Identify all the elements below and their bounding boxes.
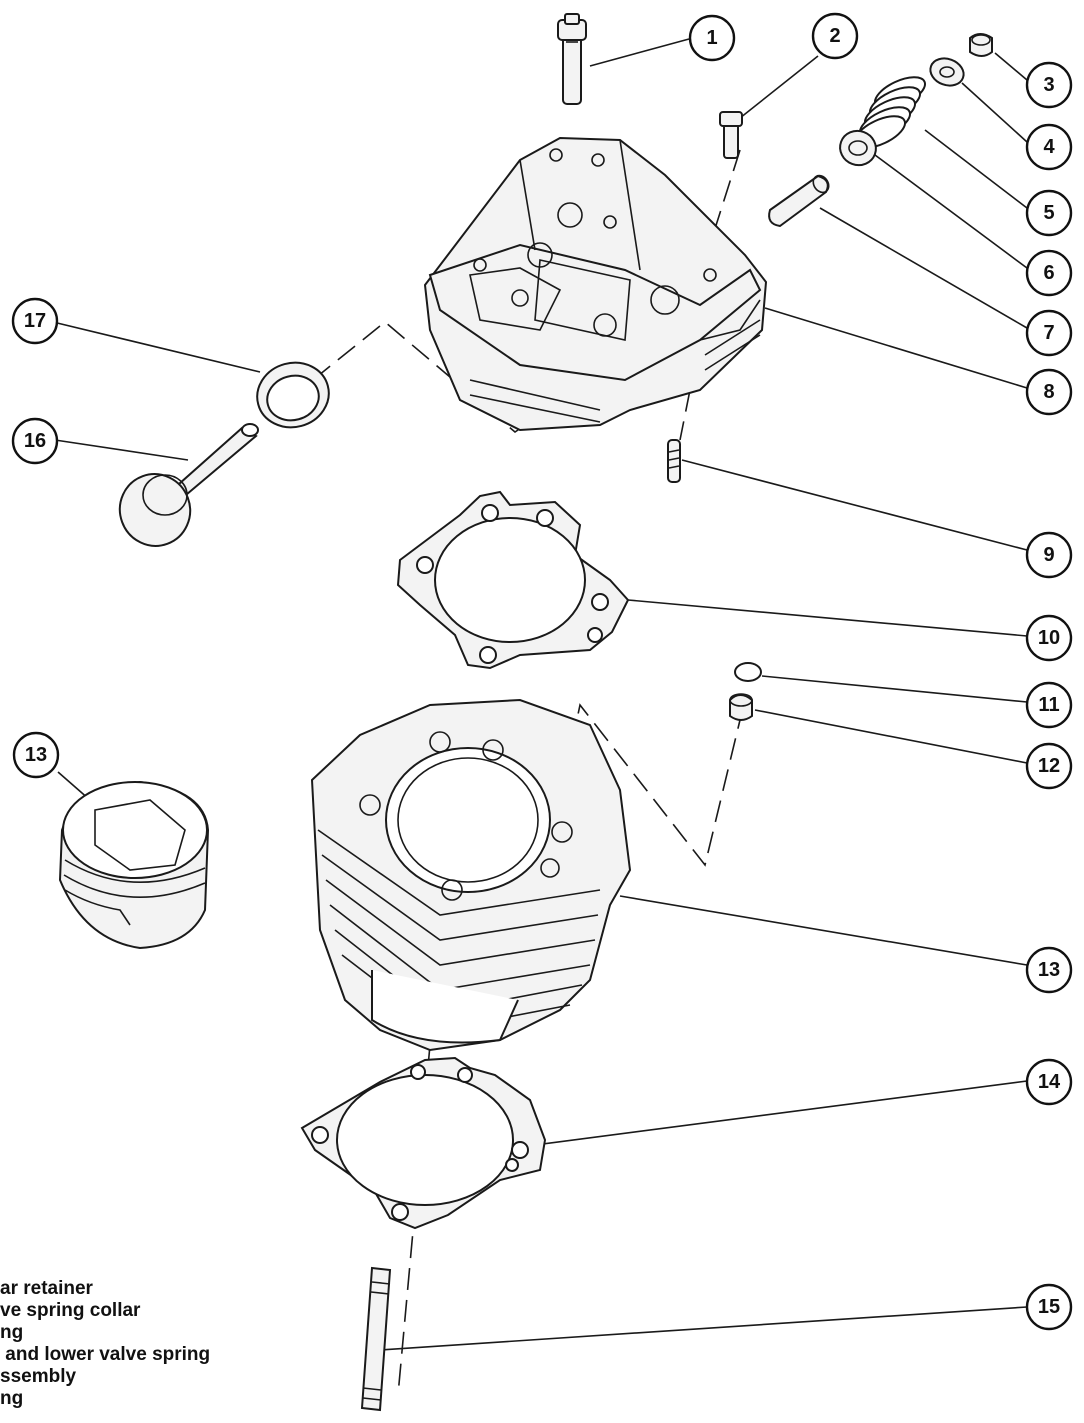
dowel-stud [667,439,681,483]
callout-11: 11 [1025,681,1073,729]
parts-legend: ar retainer ve spring collar ng and lowe… [0,1278,300,1423]
base-gasket [300,1056,547,1230]
callout-16: 16 [11,417,59,465]
leader-lines [52,38,1028,1351]
svg-text:7: 7 [1043,322,1054,344]
valve-guide [768,174,830,228]
svg-text:13: 13 [1038,959,1060,981]
head-bolt-1 [557,13,587,105]
svg-text:6: 6 [1043,262,1054,284]
legend-line: ssembly [0,1366,77,1387]
svg-text:1: 1 [706,27,717,49]
callout-15: 15 [1025,1283,1073,1331]
valve-seat [256,361,330,429]
callout-7: 7 [1025,309,1073,357]
svg-text:15: 15 [1038,1296,1060,1318]
callout-1: 1 [688,14,736,62]
valve-spring [854,76,926,149]
svg-text:13: 13 [25,744,47,766]
callout-3: 3 [1025,61,1073,109]
legend-line: ng [0,1322,24,1343]
callout-13-cylinder: 13 [1025,946,1073,994]
head-gasket [396,490,630,670]
cylinder [310,698,632,1052]
svg-text:17: 17 [24,310,46,332]
callout-4: 4 [1025,123,1073,171]
legend-line: ve spring collar [0,1300,141,1321]
valve [118,423,259,547]
svg-text:5: 5 [1043,202,1054,224]
svg-text:2: 2 [829,25,840,47]
svg-text:9: 9 [1043,544,1054,566]
spring-retainer [929,57,965,87]
svg-text:16: 16 [24,430,46,452]
callouts: 1 2 3 4 5 6 7 8 9 10 11 12 13 13 14 15 1… [11,12,1073,1331]
callout-6: 6 [1025,249,1073,297]
valve-keeper [969,33,993,57]
callout-12: 12 [1025,742,1073,790]
spring-seat [839,129,877,167]
svg-text:4: 4 [1043,136,1055,158]
dowel-pin [729,693,753,721]
svg-text:12: 12 [1038,755,1060,777]
svg-text:10: 10 [1038,627,1060,649]
cylinder-head [423,136,768,432]
callout-8: 8 [1025,368,1073,416]
cylinder-stud [360,1266,392,1412]
callout-9: 9 [1025,531,1073,579]
callout-17: 17 [11,297,59,345]
callout-10: 10 [1025,614,1073,662]
o-ring [734,662,762,682]
legend-line: and lower valve spring [0,1344,211,1365]
callout-5: 5 [1025,189,1073,237]
head-bolt-2 [719,111,743,159]
legend-line: ar retainer [0,1278,93,1299]
callout-13-piston: 13 [12,731,60,779]
svg-text:3: 3 [1043,74,1054,96]
svg-text:8: 8 [1043,381,1054,403]
piston [58,780,210,950]
svg-text:14: 14 [1038,1071,1061,1093]
legend-line: ng [0,1388,24,1409]
callout-2: 2 [811,12,859,60]
callout-14: 14 [1025,1058,1073,1106]
svg-text:11: 11 [1038,694,1059,716]
